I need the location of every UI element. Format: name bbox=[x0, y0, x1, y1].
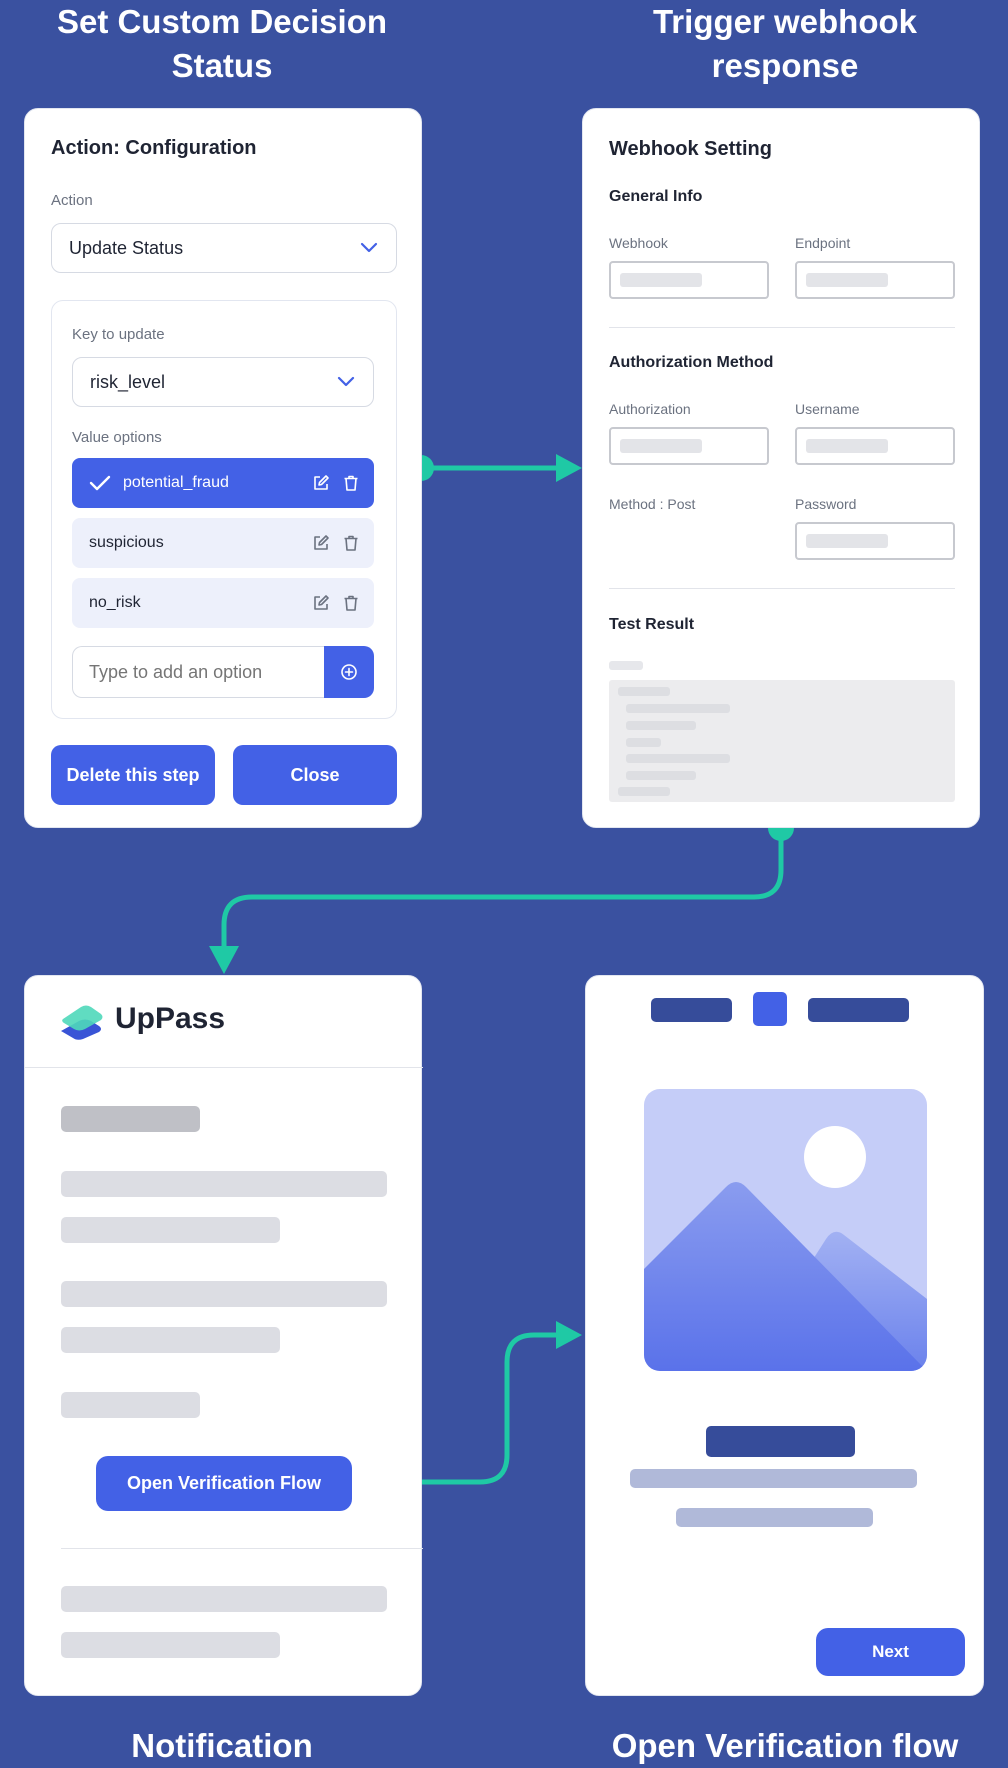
heading-custom-decision: Set Custom Decision Status bbox=[56, 3, 388, 84]
edit-icon[interactable] bbox=[312, 474, 330, 492]
divider bbox=[609, 327, 955, 328]
option-item-potential-fraud[interactable]: potential_fraud bbox=[72, 458, 374, 508]
close-button[interactable]: Close bbox=[233, 745, 397, 805]
placeholder-bar bbox=[61, 1586, 387, 1612]
trash-icon[interactable] bbox=[342, 474, 360, 492]
action-select-value: Update Status bbox=[69, 237, 184, 258]
action-label: Action bbox=[51, 192, 93, 209]
input-placeholder-bar bbox=[806, 273, 888, 287]
next-button[interactable]: Next bbox=[816, 1628, 965, 1676]
placeholder-bar bbox=[676, 1508, 873, 1527]
password-input[interactable] bbox=[795, 522, 955, 560]
input-placeholder-bar bbox=[806, 439, 888, 453]
heading-verification: Open Verification flow bbox=[611, 1727, 959, 1764]
plus-circle-icon bbox=[341, 664, 357, 680]
option-label: no_risk bbox=[89, 594, 141, 611]
uppass-logo-icon bbox=[61, 1005, 103, 1040]
key-update-panel: Key to update risk_level Value options p… bbox=[51, 300, 397, 719]
method-label: Method : Post bbox=[609, 496, 696, 512]
key-select[interactable]: risk_level bbox=[72, 357, 374, 407]
placeholder-heading-bar bbox=[61, 1106, 200, 1132]
input-placeholder-bar bbox=[620, 273, 702, 287]
image-placeholder-icon bbox=[644, 1089, 927, 1371]
placeholder-bar bbox=[61, 1392, 200, 1418]
header-divider bbox=[25, 1067, 423, 1068]
test-result-heading: Test Result bbox=[609, 616, 695, 633]
webhook-setting-card: Webhook Setting General Info Webhook End… bbox=[582, 108, 980, 828]
authorization-label: Authorization bbox=[609, 401, 691, 417]
placeholder-bar bbox=[61, 1171, 387, 1197]
divider bbox=[609, 588, 955, 589]
trash-icon[interactable] bbox=[342, 594, 360, 612]
authorization-input[interactable] bbox=[609, 427, 769, 465]
step-indicator-bar bbox=[651, 998, 732, 1022]
add-option-button[interactable] bbox=[324, 646, 374, 698]
step-indicator-bar bbox=[808, 998, 909, 1022]
auth-method-heading: Authorization Method bbox=[609, 354, 774, 371]
option-label: suspicious bbox=[89, 534, 164, 551]
placeholder-bar bbox=[609, 661, 643, 670]
input-placeholder-bar bbox=[620, 439, 702, 453]
placeholder-bar bbox=[630, 1469, 917, 1488]
chevron-down-icon bbox=[360, 242, 378, 253]
endpoint-input[interactable] bbox=[795, 261, 955, 299]
verification-flow-card: Next bbox=[585, 975, 984, 1696]
checkmark-icon bbox=[89, 475, 111, 491]
add-option-input[interactable] bbox=[72, 646, 324, 698]
chevron-down-icon bbox=[337, 376, 355, 387]
webhook-label: Webhook bbox=[609, 235, 668, 251]
input-placeholder-bar bbox=[806, 534, 888, 548]
heading-notification: Notification bbox=[131, 1727, 313, 1764]
trash-icon[interactable] bbox=[342, 534, 360, 552]
key-select-value: risk_level bbox=[90, 371, 166, 392]
action-configuration-card: Action: Configuration Action Update Stat… bbox=[24, 108, 422, 828]
general-info-heading: General Info bbox=[609, 188, 703, 205]
notification-card: UpPass Open Verification Flow bbox=[24, 975, 423, 1696]
brand-name: UpPass bbox=[115, 1002, 226, 1035]
step-indicator-current bbox=[753, 992, 787, 1026]
placeholder-bar bbox=[61, 1632, 280, 1658]
option-item-no-risk[interactable]: no_risk bbox=[72, 578, 374, 628]
action-select[interactable]: Update Status bbox=[51, 223, 397, 273]
webhook-input[interactable] bbox=[609, 261, 769, 299]
endpoint-label: Endpoint bbox=[795, 235, 851, 251]
username-label: Username bbox=[795, 401, 860, 417]
edit-icon[interactable] bbox=[312, 594, 330, 612]
divider bbox=[61, 1548, 423, 1549]
key-label: Key to update bbox=[72, 326, 165, 343]
placeholder-heading-bar bbox=[706, 1426, 855, 1457]
delete-step-button[interactable]: Delete this step bbox=[51, 745, 215, 805]
placeholder-bar bbox=[61, 1281, 387, 1307]
card-title: Action: Configuration bbox=[51, 137, 257, 159]
placeholder-bar bbox=[61, 1217, 280, 1243]
placeholder-bar bbox=[61, 1327, 280, 1353]
option-label: potential_fraud bbox=[123, 474, 229, 491]
value-options-label: Value options bbox=[72, 429, 162, 446]
username-input[interactable] bbox=[795, 427, 955, 465]
heading-webhook: Trigger webhook response bbox=[652, 3, 918, 84]
password-label: Password bbox=[795, 496, 857, 512]
edit-icon[interactable] bbox=[312, 534, 330, 552]
open-verification-flow-button[interactable]: Open Verification Flow bbox=[96, 1456, 352, 1511]
option-item-suspicious[interactable]: suspicious bbox=[72, 518, 374, 568]
card-title: Webhook Setting bbox=[609, 138, 772, 160]
test-result-box bbox=[609, 680, 955, 802]
